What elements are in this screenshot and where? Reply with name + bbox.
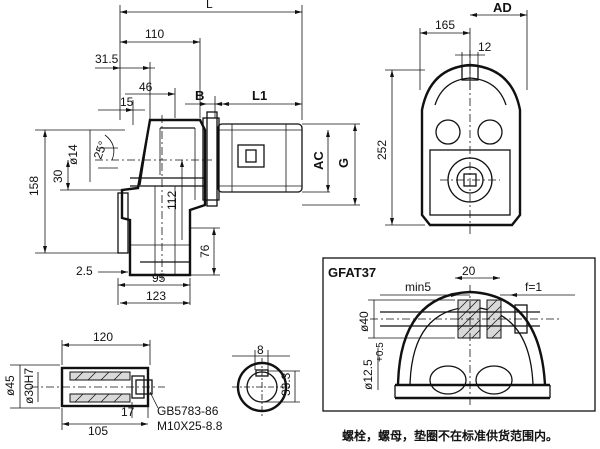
dim-diameter-45: ø45 <box>3 375 17 396</box>
callout-standard: GB5783-86 <box>157 404 219 418</box>
dim-B: B <box>195 88 204 103</box>
dim-angle-25: 25° <box>91 139 110 161</box>
dim-112: 112 <box>165 191 179 210</box>
dim-f1: f=1 <box>525 280 542 294</box>
dim-L1: L1 <box>252 88 267 103</box>
detail-title: GFAT37 <box>328 265 376 280</box>
dim-33-3: 33.3 <box>279 372 293 396</box>
dim-tolerance: +0.5 <box>375 342 386 362</box>
dim-105: 105 <box>88 424 108 438</box>
dim-30: 30 <box>51 169 65 183</box>
dim-95: 95 <box>152 271 166 285</box>
key-view: 8 33.3 <box>232 343 300 416</box>
dim-76: 76 <box>198 244 212 258</box>
dim-158: 158 <box>27 176 41 196</box>
detail-view: GFAT37 min5 20 f=1 <box>322 257 596 412</box>
dim-diameter-30H7: ø30H7 <box>22 368 36 404</box>
dim-diameter-14: ø14 <box>66 144 80 165</box>
dim-8: 8 <box>257 343 264 357</box>
dim-diameter-12-5: ø12.5 <box>361 359 375 390</box>
dim-123: 123 <box>146 289 166 303</box>
dim-L: L <box>206 0 213 11</box>
dim-110: 110 <box>145 27 164 41</box>
dim-AD: AD <box>493 0 512 15</box>
footnote: 螺栓，螺母，垫圈不在标准供货范围内。 <box>342 428 558 443</box>
dim-20: 20 <box>462 264 476 278</box>
dim-120: 120 <box>93 330 113 344</box>
dim-15: 15 <box>120 95 134 109</box>
dim-12: 12 <box>478 40 492 54</box>
dim-46: 46 <box>139 80 153 94</box>
dim-165: 165 <box>435 18 455 32</box>
dim-252: 252 <box>375 140 389 160</box>
main-view: L 110 31.5 46 15 B L1 <box>27 0 360 305</box>
dim-2-5: 2.5 <box>76 264 93 278</box>
side-view: 165 AD 12 252 <box>375 0 528 235</box>
dim-AC: AC <box>311 151 326 170</box>
dim-31-5: 31.5 <box>95 52 119 66</box>
dim-diameter-40: ø40 <box>357 311 371 332</box>
shaft-view: 120 ø45 ø30H7 17 105 <box>3 330 223 438</box>
callout-bolt: M10X25-8.8 <box>157 419 223 433</box>
dim-G: G <box>336 158 351 168</box>
dim-min5: min5 <box>405 280 431 294</box>
dim-17: 17 <box>121 405 135 419</box>
